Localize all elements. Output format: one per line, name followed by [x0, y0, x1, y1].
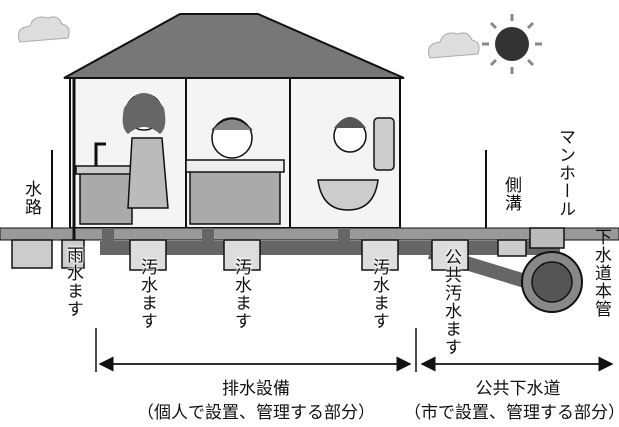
label-public-sewage-basin: 公共汚水ます	[441, 248, 461, 356]
side-ditch	[485, 150, 527, 257]
sun-icon	[482, 14, 542, 74]
label-sewage-basin: 汚水ます	[369, 258, 389, 330]
toilet	[317, 117, 395, 211]
section-public-sewer-note: （市で設置、管理する部分）	[404, 403, 619, 423]
manhole	[521, 227, 583, 313]
label-sewage-basin: 汚水ます	[137, 258, 157, 330]
section-public-sewer-title: 公共下水道	[475, 379, 561, 399]
dimension-lines	[95, 328, 614, 372]
person-cooking	[122, 93, 169, 209]
cloud-icon	[17, 16, 70, 43]
label-rain-basin: 雨水ます	[63, 246, 83, 318]
cloud-icon	[427, 32, 480, 59]
label-sewage-basin: 汚水ます	[231, 258, 251, 330]
label-sewer-main: 下水道本管	[591, 228, 611, 318]
label-manhole: マンホール	[555, 128, 575, 218]
waterway	[11, 78, 85, 269]
ground	[0, 227, 619, 241]
label-waterway: 水路	[21, 180, 41, 216]
label-side-ditch: 側溝	[501, 176, 521, 212]
bathtub	[185, 117, 285, 225]
sewage-basin-boxes	[129, 239, 469, 271]
section-drainage-title: 排水設備	[222, 379, 290, 399]
section-drainage-note: （個人で設置、管理する部分）	[137, 403, 375, 423]
